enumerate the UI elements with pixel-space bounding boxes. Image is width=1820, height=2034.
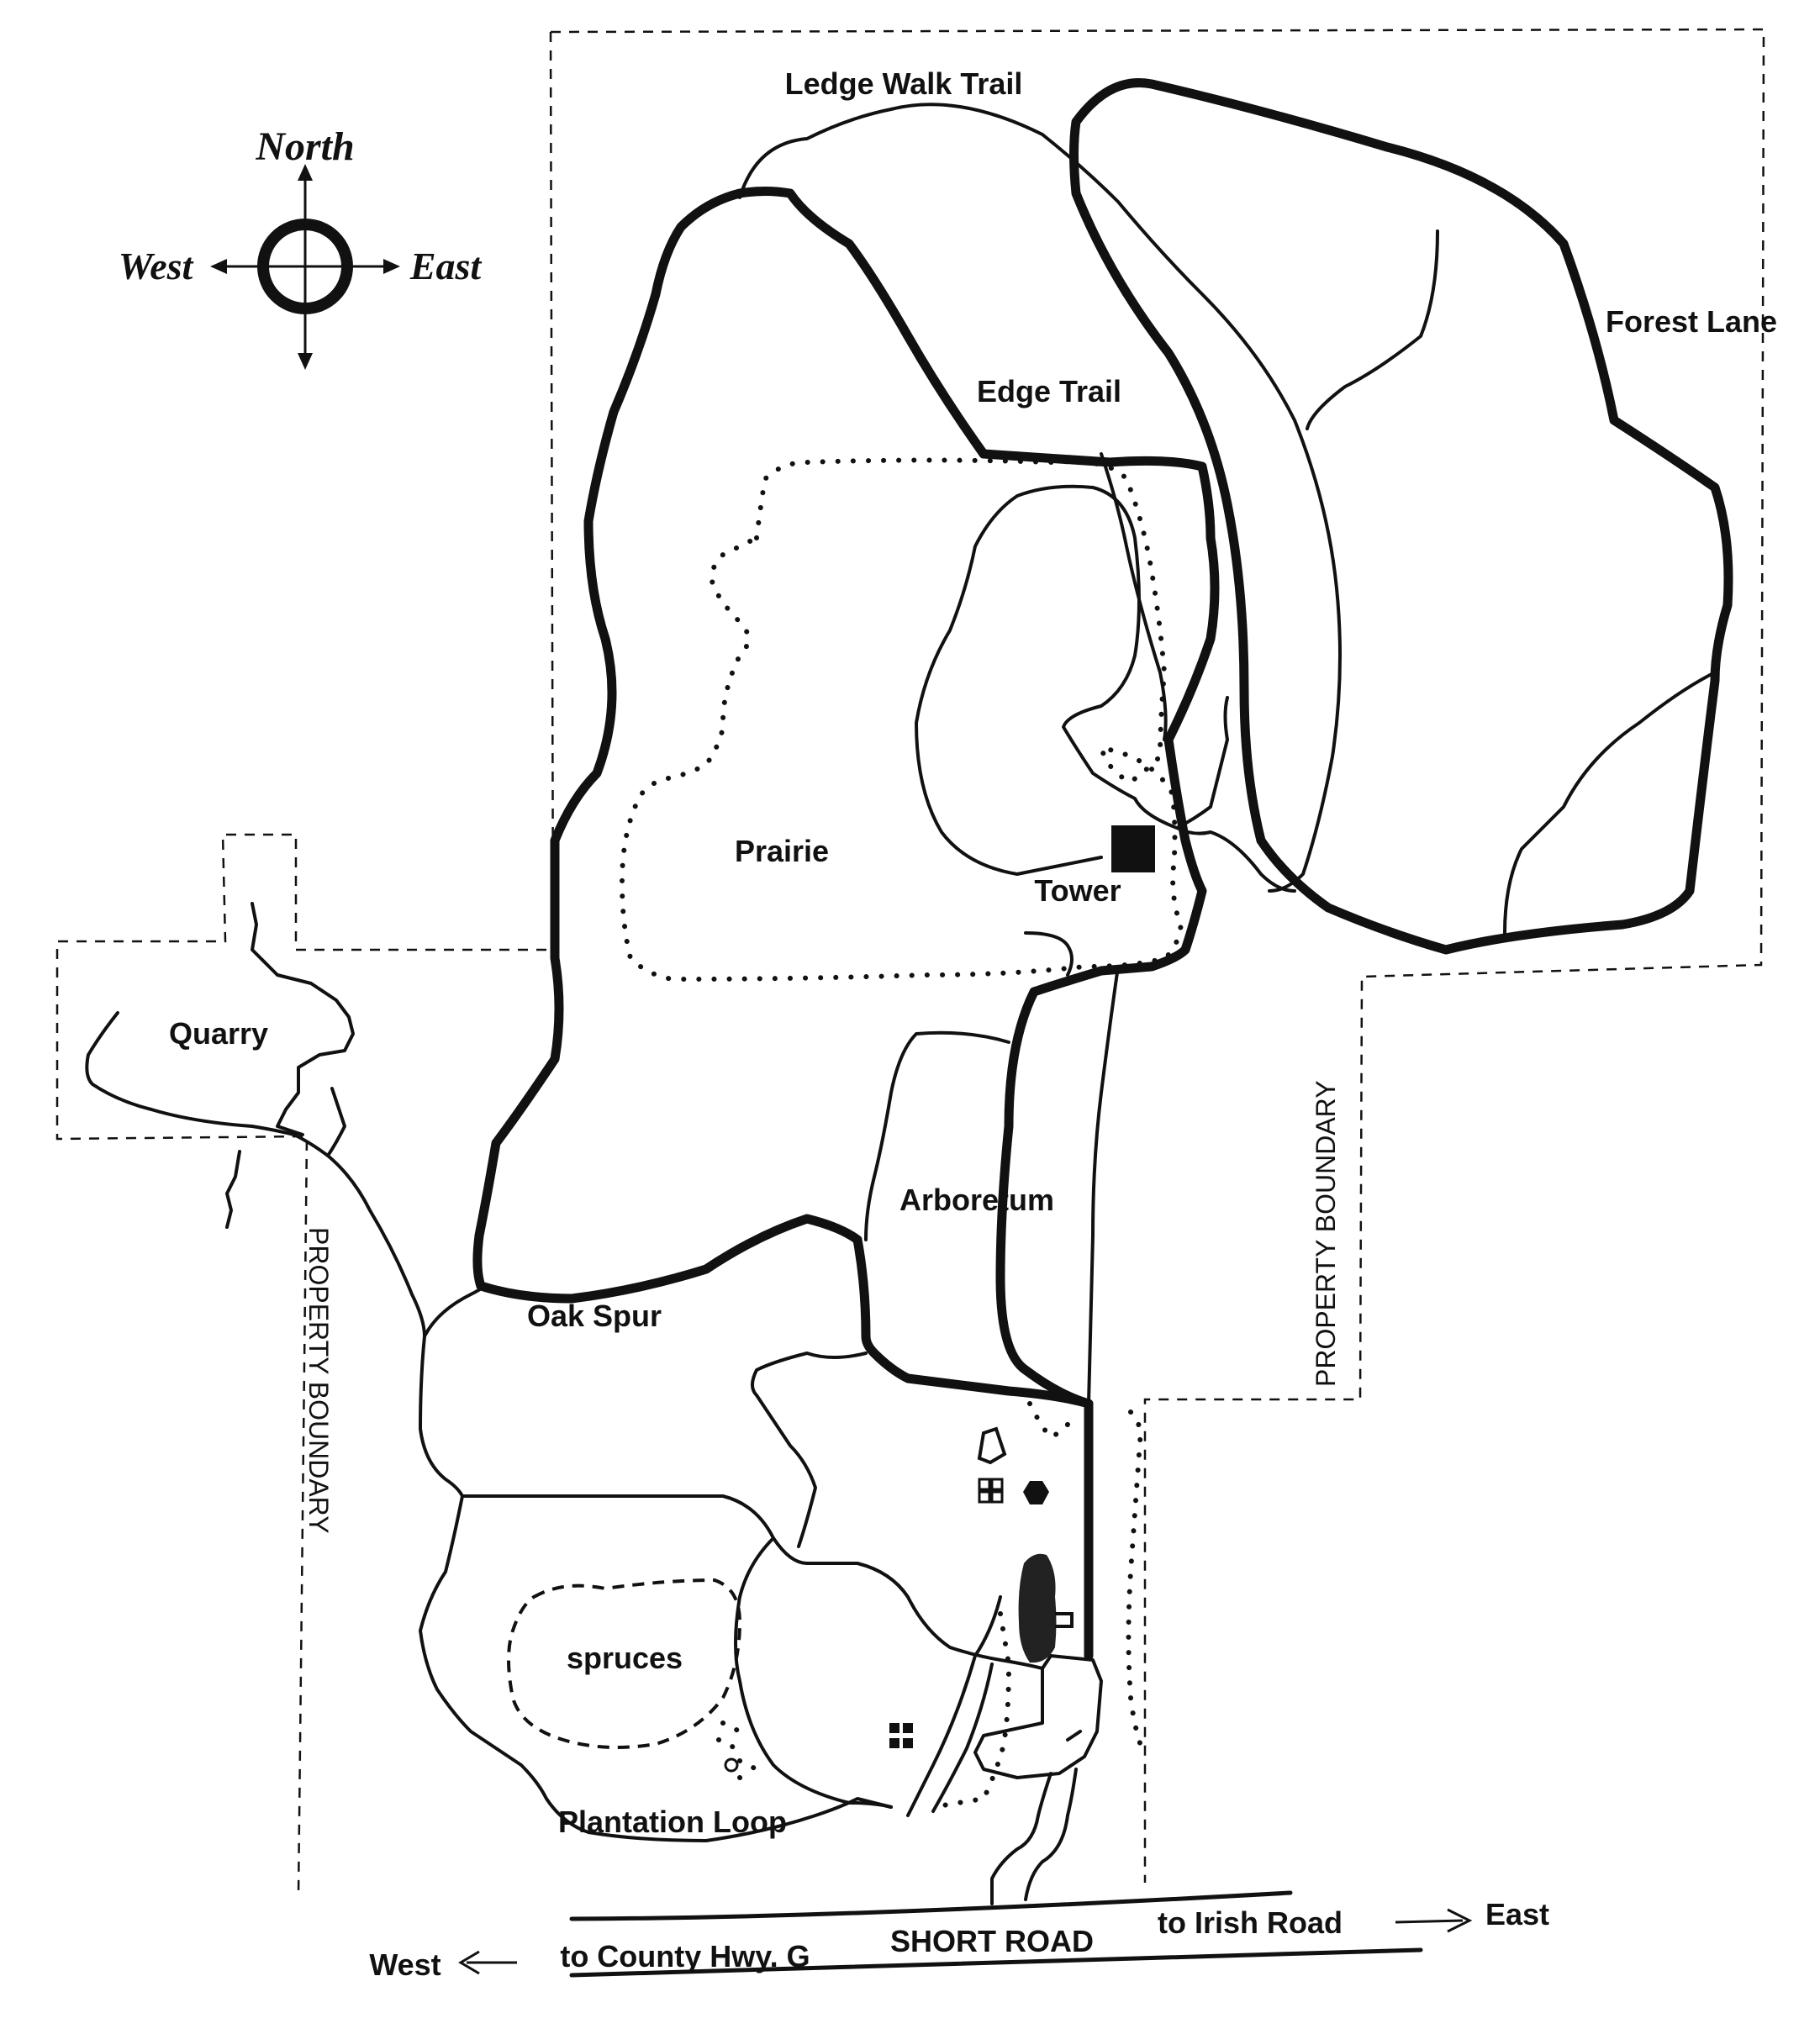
tower-north-branch — [1100, 452, 1168, 741]
arboretum-trail — [864, 1030, 1010, 1241]
short-road — [569, 1890, 1423, 1978]
oak-spur-label: Oak Spur — [527, 1299, 662, 1333]
spruces-rows — [716, 1720, 759, 1789]
arboretum-east-line — [1087, 965, 1120, 1405]
parking-lot-outline — [973, 1654, 1103, 1779]
spruces-label: spruces — [567, 1641, 683, 1675]
forest-lane-trail — [1069, 78, 1733, 955]
property-boundary-right-label: PROPERTY BOUNDARY — [1311, 1080, 1341, 1387]
mid-west-trail — [419, 1494, 893, 1842]
tower-square-icon — [1111, 825, 1155, 872]
forest-lane-east-branch — [1503, 671, 1717, 935]
forest-lane-inner-branch — [1306, 229, 1439, 430]
forest-lane-label: Forest Lane — [1606, 304, 1777, 339]
ledge-walk-trail-label: Ledge Walk Trail — [785, 66, 1023, 101]
oak-spur-lower-trail — [423, 1284, 485, 1338]
arrow-right-icon — [1395, 1908, 1473, 1933]
property-boundary — [55, 28, 1765, 1896]
edge-trail-label: Edge Trail — [977, 374, 1121, 408]
edge-trail — [472, 187, 989, 1291]
compass-west-label: West — [119, 245, 194, 287]
barn-spur-trail — [906, 1595, 1002, 1817]
to-county-hwy-g-label: to County Hwy. G — [560, 1939, 810, 1973]
compass-east-label: East — [409, 245, 483, 287]
barn-spur-trail-2 — [931, 1663, 994, 1813]
driveway — [990, 1768, 1078, 1905]
oak-spur-trail — [476, 1214, 863, 1304]
northeast-connector — [751, 1352, 868, 1548]
quarry-trail — [85, 1011, 426, 1338]
prairie-label: Prairie — [735, 834, 829, 868]
lower-west-trail — [419, 1335, 1044, 1670]
central-loop-trail — [734, 1536, 893, 1809]
spruces-area — [507, 1578, 742, 1749]
arrow-left-icon — [458, 1950, 517, 1975]
quarry-label: Quarry — [169, 1016, 268, 1051]
compass-rose-icon — [210, 164, 400, 370]
to-irish-road-label: to Irish Road — [1158, 1905, 1343, 1940]
tower-label: Tower — [1034, 873, 1121, 908]
plantation-loop-label: Plantation Loop — [558, 1805, 787, 1839]
short-road-label: SHORT ROAD — [890, 1924, 1094, 1958]
tower-spur-line — [1024, 931, 1074, 977]
quarry-ridge — [251, 902, 355, 1136]
property-boundary-left-label: PROPERTY BOUNDARY — [303, 1227, 334, 1534]
compass-north-label: North — [255, 124, 354, 169]
driveway-tick — [1066, 1730, 1082, 1742]
eastern-dotted-trail — [931, 1401, 1146, 1810]
edge-trail-east-loop — [979, 449, 1220, 1409]
tower-east-branch — [1175, 826, 1296, 893]
oak-spur-east — [852, 1235, 1094, 1661]
road-east-direction-label: East — [1485, 1897, 1549, 1931]
quarry-connector — [326, 1087, 346, 1157]
ledge-walk-trail — [738, 103, 1342, 893]
road-west-direction-label: West — [369, 1947, 440, 1982]
buildings — [889, 1426, 1074, 1748]
spruces-small-circle — [724, 1757, 739, 1773]
quarry-ledge — [225, 1150, 241, 1229]
arboretum-label: Arboretum — [899, 1183, 1054, 1217]
